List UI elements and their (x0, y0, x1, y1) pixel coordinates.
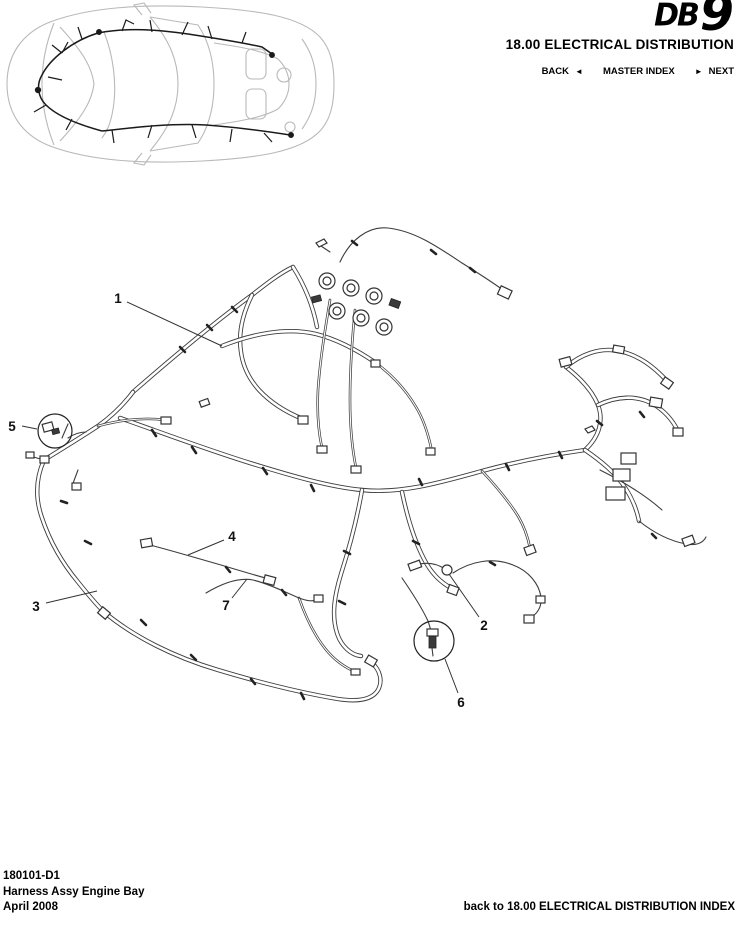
callout-1-leader (126, 301, 223, 347)
callout-6: 6 (413, 620, 465, 710)
header-nav: BACK ◄ MASTER INDEX ► NEXT (542, 66, 734, 77)
callout-3: 3 (32, 590, 98, 614)
callout-1: 1 (114, 291, 223, 347)
publication-date: April 2008 (3, 901, 58, 913)
document-number: 180101-D1 (3, 870, 60, 882)
next-link[interactable]: NEXT (708, 66, 734, 77)
callout-layer: 1 2 3 4 5 6 7 (8, 291, 488, 710)
callout-1-label: 1 (114, 291, 122, 306)
car-body-outline (6, 2, 335, 166)
callout-6-label: 6 (457, 695, 465, 710)
callout-7: 7 (222, 578, 248, 613)
db9-logo-db: DB (654, 0, 700, 35)
oxygen-sensor-detail (426, 628, 439, 657)
next-arrow-icon[interactable]: ► (694, 66, 703, 76)
cable-clips (59, 239, 658, 701)
harness-branch-wires (29, 227, 707, 635)
callout-6-circle (413, 620, 455, 662)
footer-right-block: back to 18.00 ELECTRICAL DISTRIBUTION IN… (464, 901, 735, 913)
car-harness-overlay (33, 19, 294, 144)
callout-5-leader (21, 425, 38, 430)
drawing-title: Harness Assy Engine Bay (3, 885, 145, 898)
callout-4: 4 (187, 529, 236, 556)
car-top-view-illustration (6, 2, 335, 166)
callout-5: 5 (8, 413, 73, 449)
harness-trunk-lines (37, 267, 678, 700)
callout-3-leader (45, 590, 98, 604)
back-to-index-link[interactable]: back to 18.00 ELECTRICAL DISTRIBUTION IN… (463, 901, 735, 913)
connector-detail (41, 421, 61, 436)
callout-7-leader (231, 578, 248, 599)
callout-4-label: 4 (228, 529, 236, 544)
callout-2-label: 2 (480, 618, 488, 633)
callout-2: 2 (448, 573, 488, 633)
callout-2-leader (448, 573, 480, 618)
callout-3-label: 3 (32, 599, 40, 614)
callout-4-leader (187, 539, 225, 556)
master-index-link[interactable]: MASTER INDEX (602, 66, 675, 77)
callout-6-leader (444, 658, 459, 694)
callout-5-circle (37, 413, 73, 449)
section-title: 18.00 ELECTRICAL DISTRIBUTION (505, 37, 734, 52)
back-arrow-icon[interactable]: ◄ (575, 66, 583, 76)
back-link[interactable]: BACK (541, 66, 570, 77)
callout-5-label: 5 (8, 419, 16, 434)
callout-7-label: 7 (222, 598, 230, 613)
harness-connectors (25, 238, 696, 701)
footer-left-block: 180101-D1 Harness Assy Engine Bay April … (3, 869, 144, 916)
